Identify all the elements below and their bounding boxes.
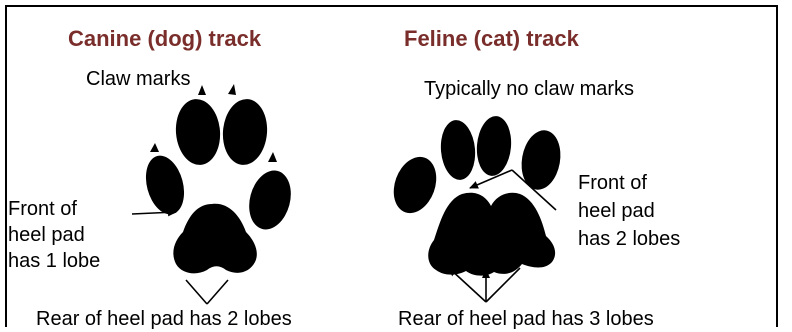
canine-claw-label: Claw marks — [86, 66, 190, 92]
canine-toe-outer-right — [243, 166, 297, 234]
canine-rear-pointer-left — [186, 280, 207, 304]
canine-front-label-line3: has 1 lobe — [8, 248, 100, 274]
feline-toe-inner-right — [474, 115, 513, 178]
canine-toe-inner-left — [173, 97, 223, 167]
feline-rear-label: Rear of heel pad has 3 lobes — [398, 306, 654, 332]
feline-track — [386, 115, 565, 302]
feline-heel-pad — [428, 193, 555, 276]
feline-claw-label: Typically no claw marks — [424, 76, 634, 102]
feline-front-label-line1: Front of — [578, 170, 647, 196]
feline-heading: Feline (cat) track — [404, 26, 579, 52]
feline-toe-inner-left — [438, 119, 477, 182]
canine-track — [132, 84, 297, 304]
feline-toe-outer-right — [517, 127, 565, 193]
canine-toe-inner-right — [220, 97, 270, 167]
canine-heel-pad — [173, 204, 256, 274]
feline-front-label-line2: heel pad — [578, 198, 655, 224]
canine-claw-mark — [228, 84, 236, 95]
canine-front-label-line1: Front of — [8, 196, 77, 222]
canine-toe-outer-left — [140, 151, 190, 218]
canine-heading: Canine (dog) track — [68, 26, 261, 52]
canine-claw-mark — [150, 143, 159, 152]
canine-rear-pointer-right — [207, 280, 228, 304]
canine-rear-label: Rear of heel pad has 2 lobes — [36, 306, 292, 332]
canine-claw-mark — [198, 85, 206, 95]
canine-claw-mark — [268, 152, 277, 162]
feline-toe-outer-left — [386, 151, 443, 219]
feline-front-label-line3: has 2 lobes — [578, 226, 680, 252]
canine-front-label-line2: heel pad — [8, 222, 85, 248]
